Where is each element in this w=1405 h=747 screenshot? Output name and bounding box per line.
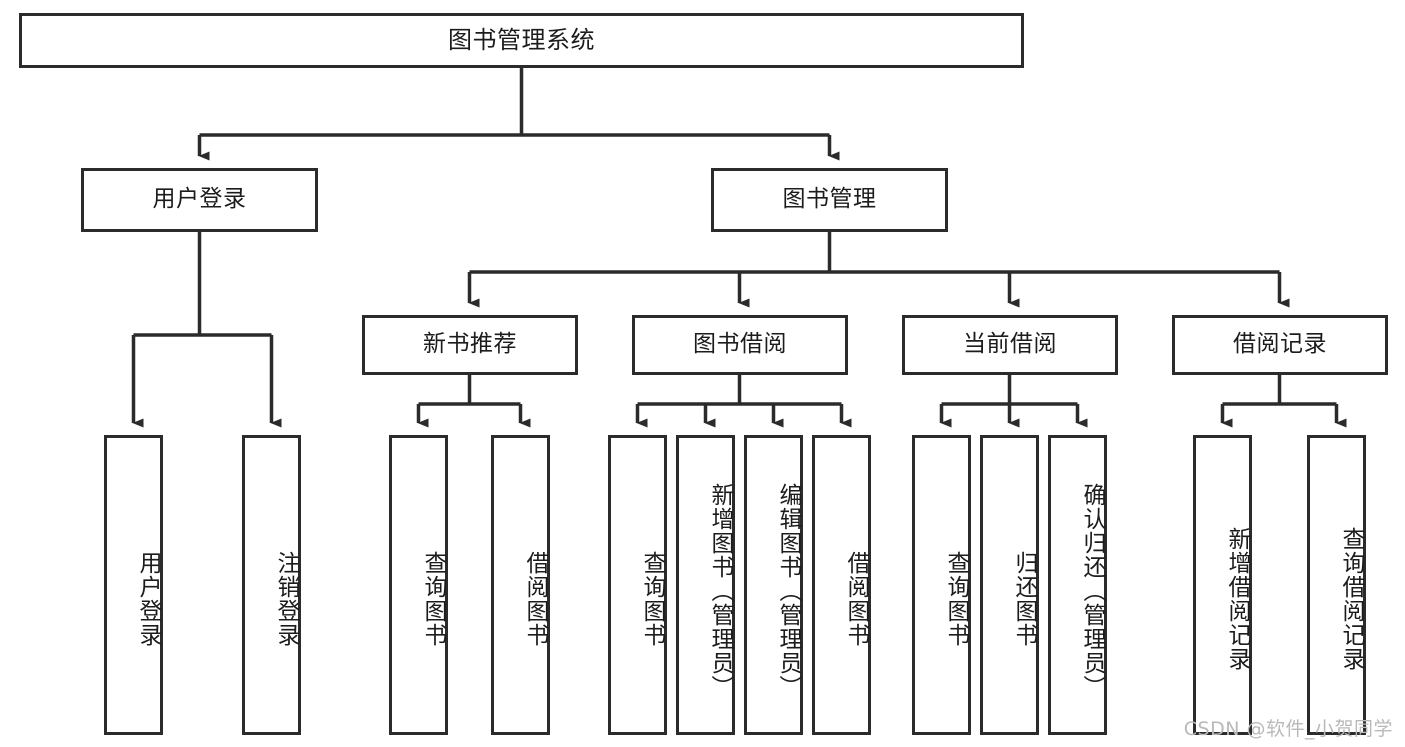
node-leaf-query-books-borrow[interactable]: 查询图书 bbox=[608, 435, 667, 735]
node-label: 借阅图书 bbox=[522, 551, 548, 647]
node-label: 查询图书 bbox=[639, 551, 665, 647]
node-label: 注销登录 bbox=[273, 551, 299, 647]
node-leaf-logout[interactable]: 注销登录 bbox=[242, 435, 301, 735]
node-leaf-user-login[interactable]: 用户登录 bbox=[104, 435, 163, 735]
node-leaf-add-borrow-record[interactable]: 新增借阅记录 bbox=[1193, 435, 1252, 735]
node-leaf-return-books[interactable]: 归还图书 bbox=[980, 435, 1039, 735]
node-label: 查询图书 bbox=[943, 551, 969, 647]
node-label: 用户登录 bbox=[152, 186, 247, 213]
node-leaf-query-books-recommend[interactable]: 查询图书 bbox=[389, 435, 448, 735]
node-label: 归还图书 bbox=[1011, 551, 1037, 647]
node-leaf-edit-book-admin[interactable]: 编辑图书（管理员） bbox=[744, 435, 803, 735]
node-label: 查询图书 bbox=[420, 551, 446, 647]
node-leaf-borrow-books-recommend[interactable]: 借阅图书 bbox=[491, 435, 550, 735]
node-new-book-recommend[interactable]: 新书推荐 bbox=[362, 315, 578, 375]
node-label: 编辑图书（管理员） bbox=[775, 483, 801, 699]
node-label: 图书管理 bbox=[782, 186, 877, 213]
node-leaf-query-books-current[interactable]: 查询图书 bbox=[912, 435, 971, 735]
node-borrow-record[interactable]: 借阅记录 bbox=[1172, 315, 1388, 375]
node-label: 用户登录 bbox=[135, 551, 161, 647]
node-leaf-query-borrow-record[interactable]: 查询借阅记录 bbox=[1307, 435, 1366, 735]
node-label: 借阅记录 bbox=[1233, 331, 1327, 358]
node-label: 当前借阅 bbox=[963, 331, 1057, 358]
node-label: 图书借阅 bbox=[693, 331, 787, 358]
node-label: 新增借阅记录 bbox=[1224, 527, 1250, 671]
node-label: 查询借阅记录 bbox=[1338, 527, 1364, 671]
csdn-watermark: CSDN @软件_小贺同学 bbox=[1183, 718, 1393, 740]
node-leaf-add-book-admin[interactable]: 新增图书（管理员） bbox=[676, 435, 735, 735]
node-book-management-system[interactable]: 图书管理系统 bbox=[19, 13, 1024, 68]
node-label: 确认归还（管理员） bbox=[1079, 483, 1105, 699]
node-leaf-confirm-return-admin[interactable]: 确认归还（管理员） bbox=[1048, 435, 1107, 735]
node-user-login[interactable]: 用户登录 bbox=[81, 168, 318, 232]
node-book-borrow[interactable]: 图书借阅 bbox=[632, 315, 848, 375]
node-leaf-borrow-books[interactable]: 借阅图书 bbox=[812, 435, 871, 735]
node-label: 图书管理系统 bbox=[448, 26, 595, 55]
node-label: 借阅图书 bbox=[843, 551, 869, 647]
node-current-borrow[interactable]: 当前借阅 bbox=[902, 315, 1118, 375]
node-label: 新增图书（管理员） bbox=[707, 483, 733, 699]
node-label: 新书推荐 bbox=[423, 331, 517, 358]
node-book-management[interactable]: 图书管理 bbox=[711, 168, 948, 232]
